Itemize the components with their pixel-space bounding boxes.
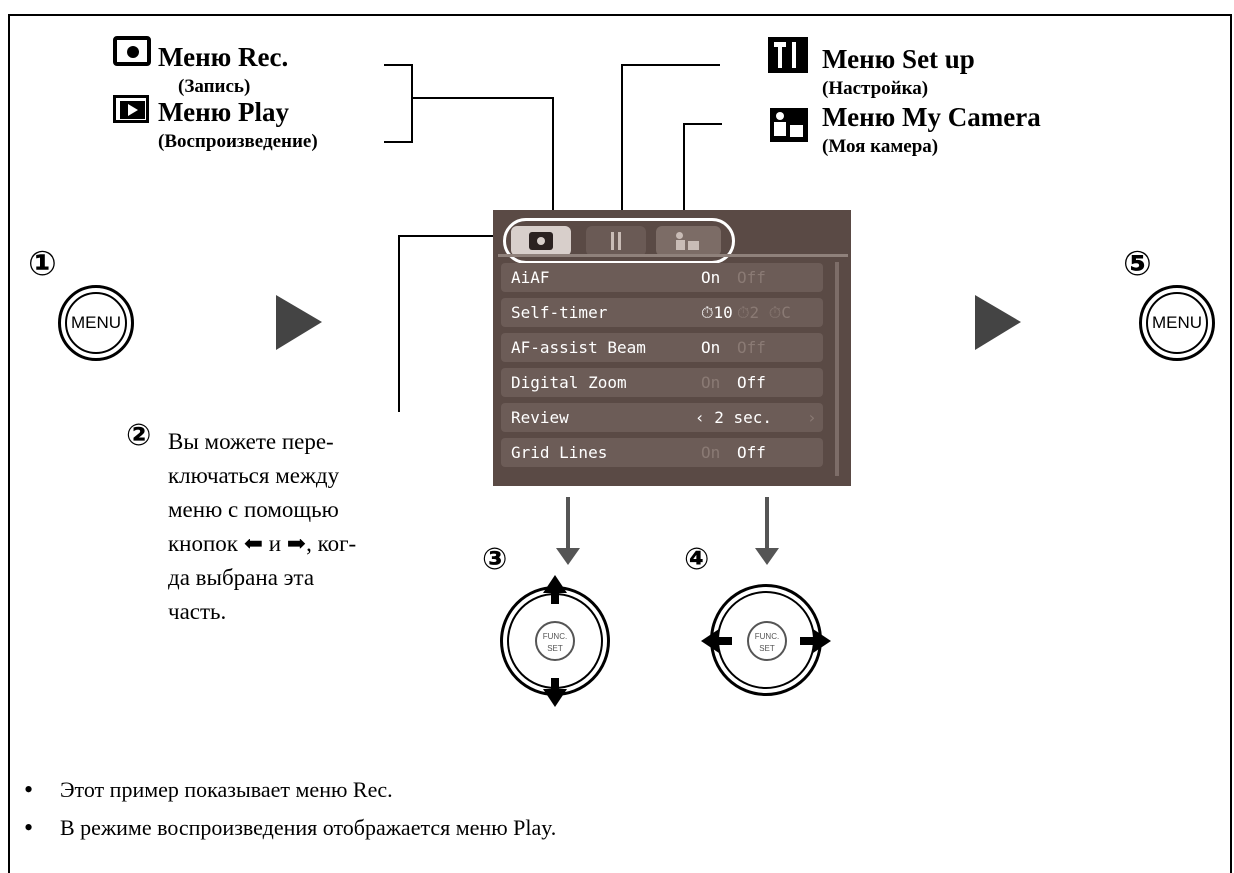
menu-tabs — [501, 216, 735, 264]
notes-list: Этот пример показывает меню Rec. В режим… — [20, 771, 556, 847]
row-value-other: Off — [737, 338, 766, 357]
row-value-other: Off — [737, 268, 766, 287]
menu-row-grid-lines[interactable]: Grid Lines On Off — [501, 438, 823, 467]
step-1-number: ① — [28, 244, 57, 284]
desc-line-3: меню с помощью — [168, 497, 339, 522]
mycamera-icon — [770, 108, 808, 142]
row-name: Self-timer — [511, 303, 608, 322]
row-value-selected: ⏱10 — [701, 303, 733, 322]
row-value-selected: Off — [737, 443, 766, 462]
play-menu-label: Меню Play — [158, 97, 290, 127]
menu-row-aiaf[interactable]: AiAF On Off — [501, 263, 823, 292]
menu-row-digital-zoom[interactable]: Digital Zoom On Off — [501, 368, 823, 397]
row-value-selected: Off — [737, 373, 766, 392]
step-2-description: Вы можете пере- ключаться между меню с п… — [168, 425, 398, 629]
setup-menu-sub: (Настройка) — [822, 78, 929, 99]
left-arrow-icon — [701, 629, 719, 653]
tab-mycamera[interactable] — [656, 226, 721, 256]
menu-row-review[interactable]: Review ‹ 2 sec. › — [501, 403, 823, 432]
scrollbar[interactable] — [835, 262, 839, 476]
mycamera-menu-label: Меню My Camera — [822, 102, 1041, 132]
tab-rec-camera-icon — [529, 232, 553, 250]
figure-frame — [8, 14, 1232, 873]
menu-button-5-label: MENU — [1151, 313, 1203, 332]
row-name: Grid Lines — [511, 443, 608, 462]
desc-line-5: да выбрана эта — [168, 565, 315, 590]
mycamera-menu-sub: (Моя камера) — [822, 136, 939, 157]
setup-menu-label: Меню Set up — [822, 44, 975, 74]
row-name: AF-assist Beam — [511, 338, 646, 357]
rec-menu-sub: (Запись) — [178, 76, 251, 97]
tab-setup-tools-icon — [608, 232, 624, 250]
row-value-other: ⏱2 ⏱C — [737, 303, 791, 322]
row-name: Review — [511, 408, 569, 427]
func-set-dial-updown[interactable]: FUNC. SET — [500, 575, 610, 707]
row-value-selected: On — [701, 338, 721, 357]
tab-mycamera-icon — [676, 232, 700, 250]
step-4-number: ④ — [684, 542, 710, 577]
rec-camera-icon — [113, 36, 151, 66]
play-menu-sub: (Воспроизведение) — [158, 131, 318, 152]
desc-line-2: ключаться между — [168, 463, 340, 488]
desc-line-1: Вы можете пере- — [168, 429, 334, 454]
row-next-arrow: › — [807, 408, 817, 427]
down-arrow-icon — [543, 689, 567, 707]
tabs-highlight-oval — [503, 218, 735, 264]
menu-button-1-label: MENU — [70, 313, 122, 332]
desc-line-4: кнопок ⬅ и ➡, ког- — [168, 531, 357, 556]
menu-row-af-assist[interactable]: AF-assist Beam On Off — [501, 333, 823, 362]
step-3-number: ③ — [482, 542, 508, 577]
note-2: В режиме воспроизведения отображается ме… — [20, 809, 556, 847]
menu-row-self-timer[interactable]: Self-timer ⏱10 ⏱2 ⏱C — [501, 298, 823, 327]
func-set-dial-leftright[interactable]: FUNC. SET — [701, 584, 831, 696]
note-1: Этот пример показывает меню Rec. — [20, 771, 556, 809]
row-value-selected: On — [701, 268, 721, 287]
step-2-number: ② — [126, 418, 152, 453]
func-set-button-4[interactable]: FUNC. SET — [747, 621, 787, 661]
play-icon — [113, 95, 149, 123]
row-value-other: On — [701, 443, 721, 462]
func-set-button-3[interactable]: FUNC. SET — [535, 621, 575, 661]
row-name: AiAF — [511, 268, 550, 287]
up-arrow-icon — [543, 575, 567, 593]
desc-line-6: часть. — [168, 599, 227, 624]
right-arrow-icon — [813, 629, 831, 653]
row-value-other: On — [701, 373, 721, 392]
tab-bar-line — [498, 254, 848, 257]
step-5-number: ⑤ — [1123, 244, 1152, 284]
camera-menu-screen: AiAF On Off Self-timer ⏱10 ⏱2 ⏱C AF-assi… — [493, 210, 851, 486]
menu-button-1[interactable]: MENU — [58, 285, 134, 361]
setup-tools-icon — [768, 37, 808, 73]
row-name: Digital Zoom — [511, 373, 627, 392]
menu-button-5[interactable]: MENU — [1139, 285, 1215, 361]
row-value-selected: ‹ 2 sec. — [695, 408, 773, 427]
tab-setup[interactable] — [586, 226, 646, 256]
rec-menu-label: Меню Rec. — [158, 42, 289, 72]
